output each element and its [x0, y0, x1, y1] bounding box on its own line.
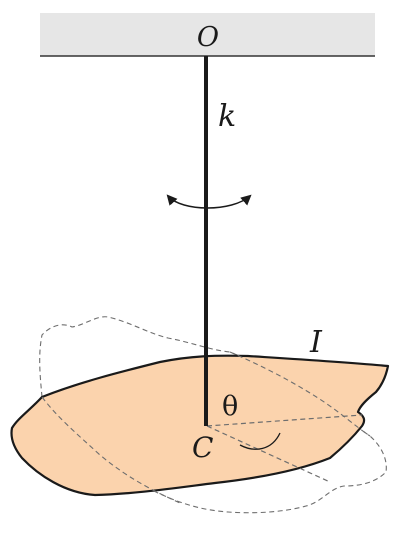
- ceiling-support: [40, 13, 375, 56]
- rotation-arrow: [166, 194, 252, 209]
- rotated-body-outline: [39, 316, 387, 514]
- rotated-outline-front-right: [229, 351, 371, 437]
- label-moment-of-inertia: I: [309, 325, 323, 360]
- angle-arc: [239, 432, 281, 450]
- label-angle-theta: θ: [222, 391, 238, 422]
- label-center-c: C: [192, 431, 213, 464]
- reference-line: [206, 414, 363, 427]
- label-pivot-o: O: [197, 22, 219, 53]
- label-spring-constant: k: [218, 99, 236, 134]
- rotated-line: [206, 425, 331, 483]
